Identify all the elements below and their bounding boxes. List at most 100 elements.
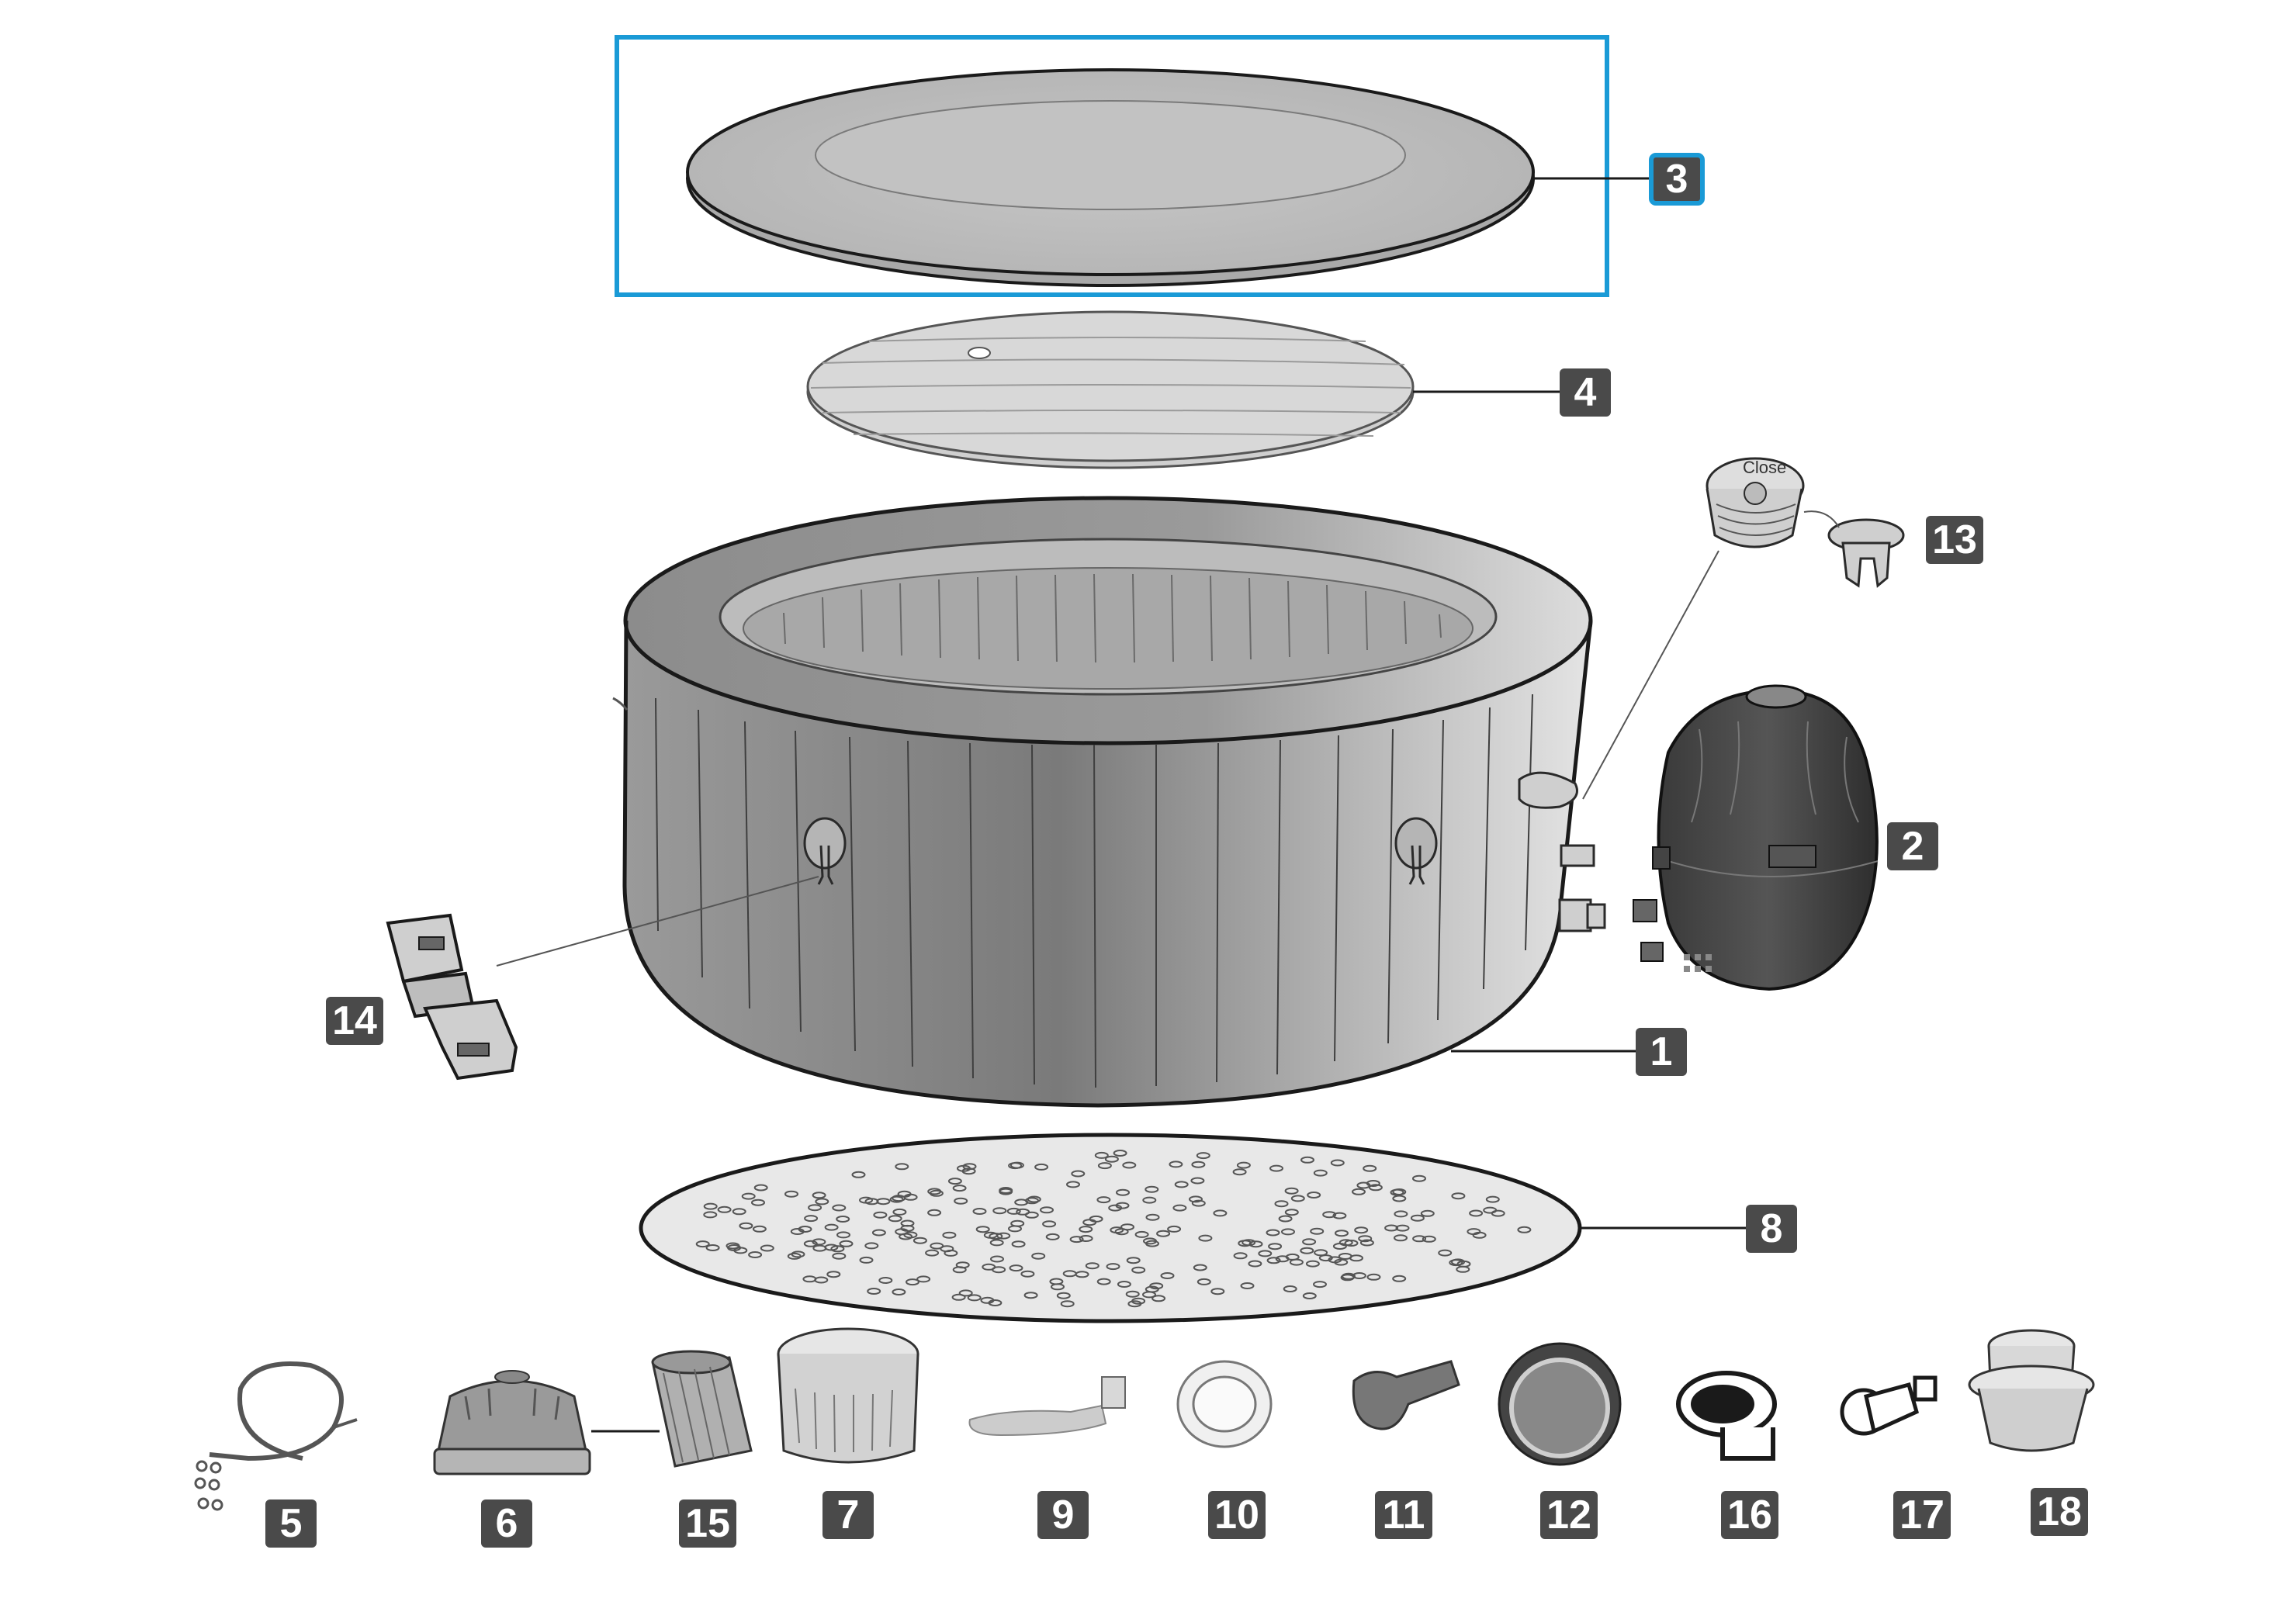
mat-hole: [871, 1229, 886, 1237]
mat-hole: [1034, 1163, 1049, 1171]
part-badge-9[interactable]: 9: [1037, 1491, 1089, 1539]
mat-hole: [1368, 1184, 1383, 1192]
part-badge-label: 17: [1899, 1493, 1945, 1538]
part-badge-label: 11: [1383, 1493, 1425, 1538]
part-badge-10[interactable]: 10: [1208, 1491, 1266, 1539]
mat-hole: [1060, 1300, 1075, 1308]
part-15-filter-cartridge[interactable]: [651, 1350, 753, 1468]
mat-hole: [1117, 1281, 1131, 1288]
part-2-pump[interactable]: [1633, 684, 1879, 991]
mat-hole: [864, 1242, 879, 1250]
part-badge-12[interactable]: 12: [1540, 1491, 1598, 1539]
mat-hole: [851, 1171, 866, 1178]
part-badge-16[interactable]: 16: [1721, 1491, 1778, 1539]
mat-hole: [832, 1252, 847, 1260]
part-18-valve-base[interactable]: [1968, 1329, 2095, 1452]
part-badge-box: [1926, 516, 1983, 564]
mat-hole: [748, 1251, 763, 1258]
mat-hole: [1278, 1215, 1293, 1223]
mat-hole: [1248, 1240, 1263, 1248]
part-11-plug[interactable]: [1352, 1360, 1460, 1430]
mat-hole: [752, 1225, 767, 1233]
part-badge-7[interactable]: 7: [822, 1491, 874, 1539]
part-4-inflatable-lid[interactable]: [806, 310, 1415, 469]
mat-hole: [1392, 1195, 1407, 1202]
mat-hole: [957, 1164, 971, 1172]
part-1-spa-tub[interactable]: [612, 496, 1606, 1108]
mat-hole: [1116, 1188, 1130, 1196]
part-badge-5[interactable]: 5: [265, 1499, 317, 1548]
mat-hole: [1051, 1283, 1065, 1291]
mat-hole: [1020, 1270, 1035, 1278]
mat-hole: [1285, 1253, 1300, 1261]
part-badge-box: [326, 997, 383, 1045]
mat-hole: [1066, 1181, 1080, 1188]
part-10-ring[interactable]: [1176, 1360, 1273, 1448]
mat-hole: [1281, 1228, 1295, 1236]
part-badge-14[interactable]: 14: [326, 997, 383, 1045]
mat-hole: [1145, 1213, 1160, 1221]
mat-hole: [824, 1223, 839, 1231]
part-16-connector[interactable]: [1676, 1371, 1777, 1461]
part-badge-box: [1037, 1491, 1089, 1539]
mat-hole: [1172, 1204, 1187, 1212]
part-badge-15[interactable]: 15: [679, 1499, 736, 1548]
mat-hole: [990, 1255, 1004, 1263]
part-5-hose[interactable]: [194, 1361, 358, 1511]
mat-hole: [1330, 1159, 1345, 1167]
mat-hole: [1096, 1278, 1111, 1285]
mat-hole: [798, 1226, 812, 1233]
part-badge-label: 8: [1761, 1206, 1783, 1251]
part-badge-box: [481, 1499, 532, 1548]
part-7-filter-cover[interactable]: [777, 1327, 919, 1464]
mat-hole: [1079, 1226, 1093, 1233]
part-badge-1[interactable]: 1: [1636, 1028, 1687, 1076]
part-17-valve-adapter[interactable]: [1840, 1375, 1938, 1436]
part-6-filter-housing[interactable]: [433, 1370, 591, 1475]
part-badge-label: 3: [1666, 157, 1688, 202]
mat-hole: [1472, 1231, 1487, 1239]
part-badge-13[interactable]: 13: [1926, 516, 1983, 564]
mat-hole: [1008, 1162, 1023, 1170]
mat-hole: [916, 1275, 931, 1283]
mat-hole: [1284, 1209, 1299, 1216]
mat-hole: [1145, 1185, 1159, 1193]
mat-hole: [1190, 1177, 1205, 1185]
part-badge-box: [1208, 1491, 1266, 1539]
mat-hole: [839, 1240, 854, 1247]
part-badge-2[interactable]: 2: [1887, 822, 1938, 870]
part-badge-11[interactable]: 11: [1375, 1491, 1432, 1539]
mat-hole: [751, 1199, 765, 1206]
mat-hole: [1354, 1226, 1369, 1234]
mat-hole: [1014, 1199, 1029, 1206]
part-badge-18[interactable]: 18: [2031, 1488, 2088, 1536]
part-badge-17[interactable]: 17: [1893, 1491, 1951, 1539]
mat-hole: [1395, 1224, 1410, 1232]
part-14-buckle[interactable]: [386, 913, 518, 1081]
part-badge-3[interactable]: 3: [1649, 153, 1705, 206]
mat-hole: [1410, 1214, 1425, 1222]
mat-hole: [1269, 1164, 1283, 1172]
mat-hole: [1332, 1212, 1347, 1219]
part-badge-4[interactable]: 4: [1560, 368, 1611, 417]
part-badge-box: [1375, 1491, 1432, 1539]
part-9-brush[interactable]: [968, 1376, 1126, 1437]
mat-hole: [814, 1276, 829, 1284]
part-badge-box: [1540, 1491, 1598, 1539]
part-badge-6[interactable]: 6: [481, 1499, 532, 1548]
part-12-cap[interactable]: [1498, 1342, 1622, 1466]
part-3-cover[interactable]: [686, 68, 1535, 287]
mat-hole: [942, 1231, 957, 1239]
mat-hole: [1156, 1230, 1171, 1237]
part-13-air-valve[interactable]: Close: [1706, 457, 1905, 588]
part-badge-label: 2: [1902, 824, 1924, 869]
part-8-ground-mat[interactable]: [639, 1133, 1582, 1323]
mat-hole: [892, 1208, 907, 1216]
part-badge-label: 7: [837, 1493, 860, 1538]
mat-hole: [1122, 1161, 1137, 1169]
mat-hole: [1242, 1239, 1256, 1247]
mat-hole: [1268, 1243, 1283, 1250]
mat-hole: [1366, 1273, 1381, 1281]
mat-hole: [726, 1242, 740, 1250]
part-badge-8[interactable]: 8: [1746, 1205, 1797, 1253]
